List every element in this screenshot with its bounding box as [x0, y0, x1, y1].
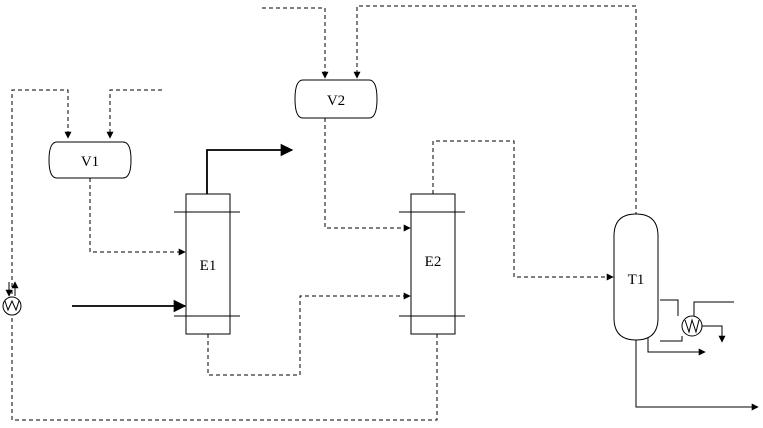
stream-reboiler-utility-out	[702, 326, 722, 342]
exchanger-e2-label: E2	[425, 254, 442, 270]
stream-feed-v1-right	[110, 90, 162, 138]
vessel-v2: V2	[295, 80, 377, 118]
stream-e1-to-e2	[208, 296, 410, 375]
exchanger-e1: E1	[174, 194, 240, 334]
stream-v2-to-e2	[325, 118, 410, 228]
stream-reboiler-in	[660, 300, 678, 316]
column-t1-label: T1	[628, 272, 645, 288]
heat-exchanger-icon	[682, 316, 702, 336]
stream-feed-v2-left	[262, 8, 325, 78]
stream-reboiler-utility-in	[694, 302, 734, 316]
stream-e1-overhead	[207, 150, 292, 194]
stream-t1-to-v2	[357, 6, 636, 216]
exchanger-e2: E2	[399, 194, 465, 334]
stream-v1-to-e1	[90, 178, 185, 252]
stream-feed-v1-left	[60, 90, 68, 138]
stream-t1-bottoms	[636, 338, 758, 407]
stream-bottoms-split	[648, 334, 705, 352]
exchanger-e1-label: E1	[200, 258, 217, 274]
stream-reboiler-return	[660, 336, 682, 341]
vessel-v1: V1	[49, 142, 131, 178]
column-t1: T1	[614, 214, 658, 340]
stream-e2-to-t1	[433, 141, 613, 277]
vessel-v2-label: V2	[327, 93, 345, 109]
vessel-v1-label: V1	[81, 154, 99, 170]
